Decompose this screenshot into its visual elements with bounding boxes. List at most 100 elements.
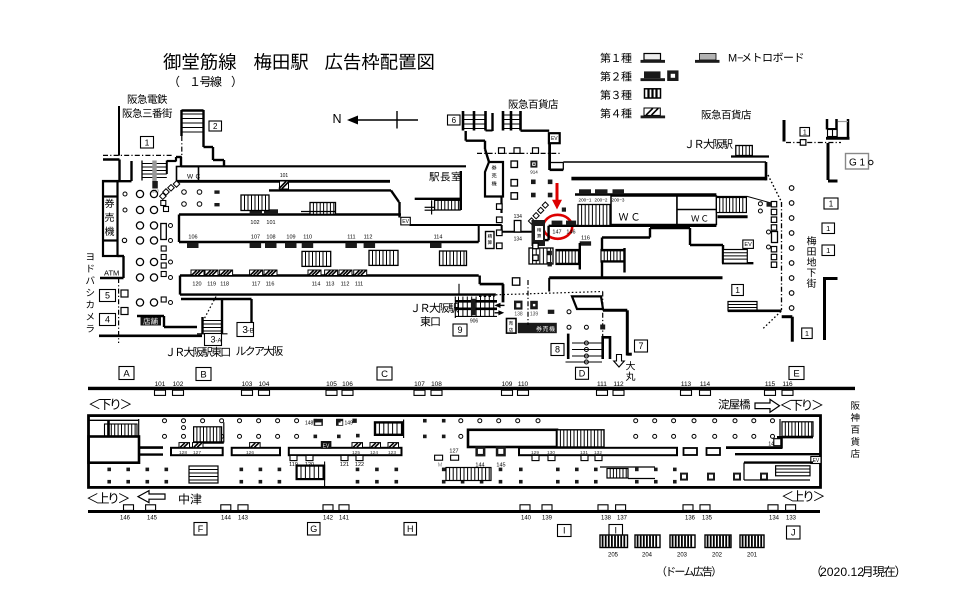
svg-text:149: 149 xyxy=(345,421,354,427)
svg-text:130: 130 xyxy=(547,450,555,456)
svg-text:6: 6 xyxy=(452,116,457,125)
svg-text:103: 103 xyxy=(242,381,253,388)
svg-text:144: 144 xyxy=(221,516,232,522)
svg-text:EV: EV xyxy=(744,242,752,248)
svg-text:136: 136 xyxy=(685,516,696,522)
svg-text:1: 1 xyxy=(826,224,830,233)
svg-text:ATM: ATM xyxy=(104,269,119,278)
svg-text:9: 9 xyxy=(457,325,462,335)
svg-text:N: N xyxy=(333,112,342,126)
svg-text:1: 1 xyxy=(829,199,834,208)
svg-text:116: 116 xyxy=(782,381,793,388)
svg-text:101: 101 xyxy=(155,381,166,388)
svg-text:110: 110 xyxy=(518,381,529,388)
svg-text:145: 145 xyxy=(496,463,505,469)
svg-text:143: 143 xyxy=(238,516,249,522)
svg-text:112: 112 xyxy=(613,381,624,388)
svg-text:J: J xyxy=(791,528,796,538)
svg-text:906: 906 xyxy=(470,319,479,325)
svg-text:113: 113 xyxy=(326,282,335,288)
svg-text:138: 138 xyxy=(601,516,612,522)
svg-text:105: 105 xyxy=(326,381,337,388)
svg-text:139: 139 xyxy=(530,312,539,318)
svg-text:101: 101 xyxy=(280,173,289,179)
svg-text:3: 3 xyxy=(242,325,248,336)
svg-text:111: 111 xyxy=(355,282,363,288)
svg-text:128: 128 xyxy=(179,450,187,456)
svg-text:EV: EV xyxy=(323,443,330,449)
svg-text:138: 138 xyxy=(514,312,523,318)
svg-text:204: 204 xyxy=(642,553,653,559)
svg-text:116: 116 xyxy=(581,236,590,242)
svg-text:EV: EV xyxy=(551,136,558,142)
svg-text:4: 4 xyxy=(105,315,110,325)
svg-text:106: 106 xyxy=(188,234,197,240)
svg-text:127: 127 xyxy=(449,449,458,455)
svg-text:EV: EV xyxy=(402,219,409,225)
svg-text:116: 116 xyxy=(266,282,275,288)
svg-text:1: 1 xyxy=(145,137,150,147)
svg-text:120: 120 xyxy=(192,282,201,288)
svg-text:147: 147 xyxy=(552,230,561,236)
svg-text:104: 104 xyxy=(259,381,270,388)
svg-text:147: 147 xyxy=(768,442,777,448)
svg-text:EV: EV xyxy=(813,458,820,464)
svg-text:144: 144 xyxy=(475,463,484,469)
svg-text:110: 110 xyxy=(303,234,312,240)
svg-text:G 1: G 1 xyxy=(849,158,866,169)
svg-text:125: 125 xyxy=(352,450,360,456)
svg-text:118: 118 xyxy=(220,282,229,288)
svg-text:E: E xyxy=(793,368,799,379)
svg-text:122: 122 xyxy=(355,462,364,468)
svg-text:H: H xyxy=(407,524,414,534)
svg-text:101: 101 xyxy=(266,220,275,226)
svg-text:141: 141 xyxy=(339,516,350,522)
svg-text:205: 205 xyxy=(608,553,619,559)
svg-text:203: 203 xyxy=(677,553,688,559)
svg-text:3: 3 xyxy=(210,335,215,345)
svg-text:1: 1 xyxy=(826,246,830,255)
svg-text:113: 113 xyxy=(681,381,692,388)
svg-text:134: 134 xyxy=(514,237,523,243)
svg-text:148: 148 xyxy=(305,421,314,427)
svg-text:200−3: 200−3 xyxy=(612,198,625,203)
svg-text:107: 107 xyxy=(414,381,425,388)
svg-text:124: 124 xyxy=(370,450,378,456)
svg-text:134: 134 xyxy=(769,516,780,522)
svg-text:137: 137 xyxy=(617,516,628,522)
svg-text:131: 131 xyxy=(580,450,588,456)
svg-text:A: A xyxy=(123,368,130,379)
svg-text:119: 119 xyxy=(289,462,298,468)
svg-text:134: 134 xyxy=(514,214,523,220)
svg-text:1: 1 xyxy=(805,329,809,338)
svg-text:7: 7 xyxy=(638,341,643,351)
svg-text:M: M xyxy=(438,463,443,469)
svg-text:111: 111 xyxy=(597,381,607,388)
svg-text:102: 102 xyxy=(173,381,184,388)
svg-text:202: 202 xyxy=(712,553,723,559)
svg-text:G: G xyxy=(310,524,317,534)
svg-text:C: C xyxy=(381,369,388,380)
svg-text:-A: -A xyxy=(216,339,222,345)
svg-text:114: 114 xyxy=(312,282,321,288)
svg-text:-B: -B xyxy=(248,328,255,335)
svg-text:121: 121 xyxy=(340,462,349,468)
svg-text:132: 132 xyxy=(594,450,602,456)
svg-text:109: 109 xyxy=(502,381,513,388)
svg-text:142: 142 xyxy=(323,516,334,522)
svg-text:2020.12: 2020.12 xyxy=(820,565,864,579)
svg-text:8: 8 xyxy=(555,345,560,355)
svg-text:B: B xyxy=(200,369,206,380)
svg-text:102: 102 xyxy=(250,220,259,226)
svg-text:109: 109 xyxy=(286,234,295,240)
svg-text:I: I xyxy=(615,526,618,536)
svg-text:200−1: 200−1 xyxy=(579,198,592,203)
svg-text:D: D xyxy=(579,369,586,379)
svg-text:111: 111 xyxy=(347,234,355,240)
svg-text:1: 1 xyxy=(735,285,740,295)
svg-text:117: 117 xyxy=(252,282,261,288)
svg-text:200−2: 200−2 xyxy=(595,198,608,203)
svg-text:106: 106 xyxy=(342,381,353,388)
svg-text:F: F xyxy=(198,524,204,534)
svg-text:133: 133 xyxy=(786,516,797,522)
